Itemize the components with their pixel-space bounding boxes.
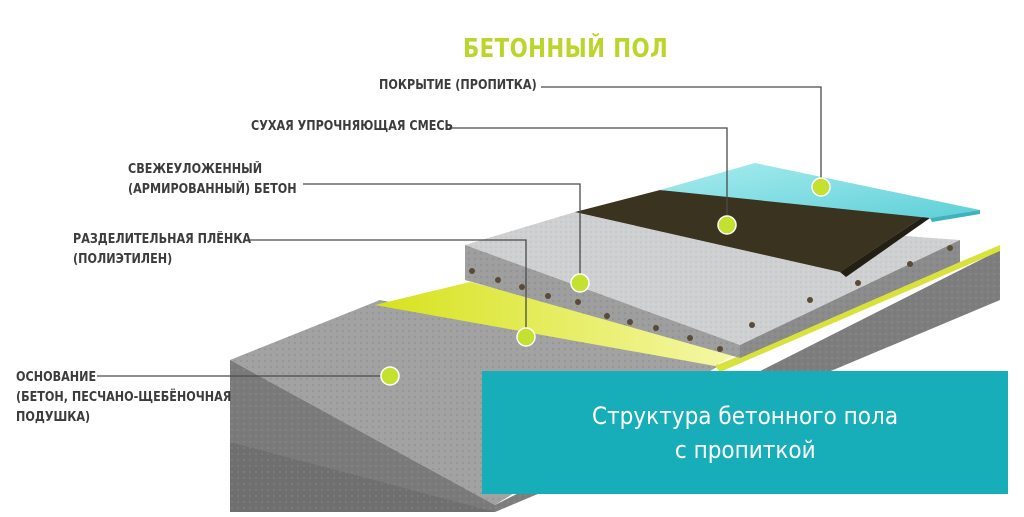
- leader-coating: [541, 86, 822, 186]
- label-coating: ПОКРЫТИЕ (ПРОПИТКА): [379, 78, 537, 93]
- film-layer: [375, 245, 1000, 372]
- caption-banner: Структура бетонного пола с пропиткой: [482, 371, 1008, 494]
- marker-base: [380, 366, 400, 386]
- markers: [380, 177, 831, 386]
- caption-line-1: Структура бетонного пола: [591, 401, 899, 430]
- label-film: РАЗДЕЛИТЕЛЬНАЯ ПЛЁНКА (ПОЛИЭТИЛЕН): [73, 232, 252, 267]
- leader-fresh-concrete: [303, 183, 581, 282]
- label-fresh-concrete: СВЕЖЕУЛОЖЕННЫЙ (АРМИРОВАННЫЙ) БЕТОН: [128, 162, 297, 197]
- label-base: ОСНОВАНИЕ (БЕТОН, ПЕСЧАНО-ЩЕБЁНОЧНАЯ ПОД…: [16, 370, 232, 425]
- label-dry-mix: СУХАЯ УПРОЧНЯЮЩАЯ СМЕСЬ: [251, 119, 454, 134]
- diagram-title: БЕТОННЫЙ ПОЛ: [463, 34, 669, 64]
- marker-fresh-concrete: [570, 273, 590, 293]
- leader-film: [248, 239, 527, 336]
- marker-film: [516, 327, 536, 347]
- leader-dry-mix: [449, 127, 728, 224]
- leader-lines: [97, 86, 822, 377]
- caption-line-2: с пропиткой: [674, 435, 816, 464]
- marker-dry-mix: [717, 215, 737, 235]
- dry-mix-layer: [575, 190, 930, 277]
- marker-coating: [811, 177, 831, 197]
